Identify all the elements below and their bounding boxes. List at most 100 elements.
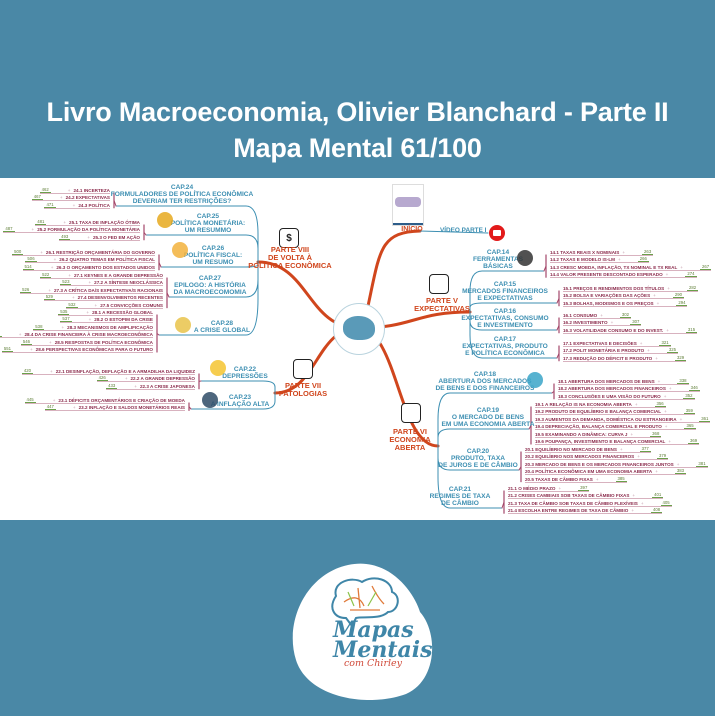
expand-icon[interactable]: + bbox=[664, 409, 667, 415]
topic-item[interactable]: 18.3 CONCLUSÕES E UMA VISÃO DO FUTURO+35… bbox=[558, 393, 695, 400]
youtube-icon[interactable] bbox=[489, 225, 505, 241]
expand-icon[interactable]: + bbox=[668, 386, 672, 392]
topic-item[interactable]: 426+22.2 A GRANDE DEPRESSÃO bbox=[96, 375, 195, 383]
topic-item[interactable]: 16.1 CONSUMO+302 bbox=[563, 312, 632, 319]
topic-item[interactable]: 14.2 TAXAS E MODELO IS-LM+266 bbox=[550, 256, 649, 264]
expand-icon[interactable]: + bbox=[639, 341, 643, 346]
topic-item[interactable]: 538+28.3 MECANISMOS DE AMPLIFICAÇÃO bbox=[33, 324, 153, 331]
expand-icon[interactable]: + bbox=[18, 332, 22, 338]
topic-item[interactable]: 20.2 EQUILÍBRIO NOS MERCADOS FINANCEIROS… bbox=[525, 453, 669, 461]
expand-icon[interactable]: + bbox=[134, 383, 137, 389]
topic-item[interactable]: 514+26.3 O ORÇAMENTO DOS ESTADOS UNIDOS bbox=[22, 264, 155, 271]
expand-icon[interactable]: + bbox=[72, 202, 76, 208]
topic-item[interactable]: 16.2 INVESTIMENTO+307 bbox=[563, 319, 642, 327]
topic-item[interactable]: 447+23.2 INFLAÇÃO E SALDOS MONETÁRIOS RE… bbox=[44, 404, 185, 412]
expand-icon[interactable]: + bbox=[67, 188, 71, 193]
expand-icon[interactable]: + bbox=[600, 313, 603, 318]
topic-item[interactable]: 15.1 PREÇOS E RENDIMENTOS DOS TÍTULOS+28… bbox=[563, 285, 699, 292]
expand-icon[interactable]: + bbox=[619, 447, 623, 452]
topic-item[interactable]: 19.3 AUMENTOS DA DEMANDA, DOMÉSTICA OU E… bbox=[535, 416, 711, 423]
expand-icon[interactable]: + bbox=[50, 264, 54, 270]
expand-icon[interactable]: + bbox=[558, 486, 562, 491]
topic-item[interactable]: 14.4 VALOR PRESENTE DESCONTADO ESPERADO+… bbox=[550, 271, 697, 279]
topic-item[interactable]: 500+26.1 RESTRIÇÃO ORÇAMENTÁRIA DO GOVER… bbox=[12, 249, 155, 256]
topic-item[interactable]: 493+25.3 O FED EM AÇÃO bbox=[59, 234, 140, 241]
topic-item[interactable]: 17.1 EXPECTATIVAS E DECISÕES+321 bbox=[563, 340, 671, 347]
topic-item[interactable]: 471+24.3 POLÍTICA bbox=[44, 202, 110, 209]
expand-icon[interactable]: + bbox=[667, 286, 670, 291]
expand-icon[interactable]: + bbox=[630, 431, 634, 437]
topic-item[interactable]: 433+22.3 A CRISE JAPONESA bbox=[106, 383, 195, 390]
topic-item[interactable]: 14.1 TAXAS REAIS X NOMINAIS+263 bbox=[550, 249, 654, 256]
topic-item[interactable]: 526+27.3 A CRÍTICA DA/S EXPECTATIVA/S RA… bbox=[20, 287, 163, 294]
topic-item[interactable]: 551+28.6 PERSPECTIVAS ECONÔMICAS PARA O … bbox=[1, 346, 153, 353]
expand-icon[interactable]: + bbox=[637, 454, 640, 460]
topic-item[interactable]: 522+27.1 KEYNES E A GRANDE DEPRESSÃO bbox=[40, 272, 163, 279]
expand-icon[interactable]: + bbox=[48, 287, 51, 293]
topic-item[interactable]: 20.3 MERCADO DE BENS E OS MERCADOS FINAN… bbox=[525, 461, 708, 468]
topic-item[interactable]: 487+25.2 FORMULAÇÃO DA POLÍTICA MONETÁRI… bbox=[3, 226, 140, 234]
book-cover-thumbnail[interactable] bbox=[392, 184, 424, 226]
topic-item[interactable]: 420+22.1 DESINFLAÇÃO, DEFLAÇÃO E A ARMAD… bbox=[21, 368, 195, 375]
topic-item[interactable]: 20.5 TAXAS DE CÂMBIO FIXAS+385 bbox=[525, 476, 627, 483]
topic-item[interactable]: 17.3 REDUÇÃO DO DÉFICIT E PRODUTO+329 bbox=[563, 355, 687, 362]
topic-item[interactable]: 16.3 VOLATILIDADE CONSUMO E DO INVEST.+3… bbox=[563, 327, 698, 334]
topic-item[interactable]: 445+23.1 DÉFICITS ORÇAMENTÁRIOS E CRIAÇÃ… bbox=[24, 397, 185, 404]
topic-item[interactable]: 20.4 POLÍTICA ECONÔMICA EM UMA ECONOMIA … bbox=[525, 468, 687, 476]
topic-item[interactable]: 21.1 O MÉDIO PRAZO+397 bbox=[508, 485, 590, 492]
topic-item[interactable]: 21.3 TAXA DE CÂMBIO SOB TAXAS DE CÂMBIO … bbox=[508, 500, 672, 507]
expand-icon[interactable]: + bbox=[676, 461, 680, 467]
topic-item[interactable]: 20.1 EQUILÍBRIO NO MERCADO DE BENS+377 bbox=[525, 446, 651, 453]
expand-icon[interactable]: + bbox=[610, 320, 614, 326]
expand-icon[interactable]: + bbox=[88, 280, 92, 286]
expand-icon[interactable]: + bbox=[679, 416, 683, 422]
expand-icon[interactable]: + bbox=[656, 300, 660, 306]
expand-icon[interactable]: + bbox=[40, 250, 43, 255]
topic-item[interactable]: 18.1 ABERTURA DOS MERCADOS DE BENS+338 bbox=[558, 378, 689, 385]
expand-icon[interactable]: + bbox=[94, 302, 98, 308]
topic-item[interactable]: 17.2 POLIT MONETÁRIA E PRODUTO+325 bbox=[563, 347, 679, 355]
topic-item[interactable]: 546+28.5 RESPOSTAS DE POLÍTICA ECONÔMICA bbox=[20, 339, 153, 346]
topic-item[interactable]: 506+26.2 QUATRO TEMAS EM POLÍTICA FISCAL bbox=[25, 256, 155, 264]
expand-icon[interactable]: + bbox=[59, 195, 63, 201]
central-node[interactable] bbox=[333, 303, 385, 355]
expand-icon[interactable]: + bbox=[52, 398, 56, 403]
topic-item[interactable]: 523+27.2 A SÍNTESE NEOCLÁSSICA bbox=[60, 279, 163, 287]
topic-item[interactable]: 21.2 CRISES CAMBIAIS SOB TAXAS DE CÂMBIO… bbox=[508, 492, 664, 500]
topic-item[interactable]: 19.4 DEPRECIAÇÃO, BALANÇA COMERCIAL E PR… bbox=[535, 423, 696, 431]
expand-icon[interactable]: + bbox=[657, 379, 661, 384]
video-link[interactable]: VÍDEO PARTE I bbox=[440, 227, 487, 234]
topic-item[interactable]: 19.5 EXAMINANDO A DINÂMICA: CURVA J+368 bbox=[535, 431, 662, 438]
expand-icon[interactable]: + bbox=[634, 402, 638, 407]
topic-item[interactable]: 15.2 BOLSA E VARIAÇÕES DAS AÇÕES+290 bbox=[563, 292, 684, 300]
expand-icon[interactable]: + bbox=[124, 376, 128, 382]
expand-icon[interactable]: + bbox=[31, 227, 35, 233]
topic-item[interactable]: 462+24.1 INCERTEZA bbox=[39, 187, 110, 194]
topic-item[interactable]: 14.3 CRESC MOEDA, INFLAÇÃO, TX NOMINAL E… bbox=[550, 264, 712, 271]
expand-icon[interactable]: + bbox=[632, 493, 636, 499]
expand-icon[interactable]: + bbox=[63, 220, 67, 225]
expand-icon[interactable]: + bbox=[68, 273, 71, 278]
expand-icon[interactable]: + bbox=[87, 234, 90, 240]
topic-item[interactable]: 19.1 A RELAÇÃO IS NA ECONOMIA ABERTA+356 bbox=[535, 401, 666, 408]
start-node[interactable]: INÍCIO bbox=[401, 226, 422, 234]
expand-icon[interactable]: + bbox=[655, 355, 658, 361]
expand-icon[interactable]: + bbox=[668, 439, 672, 444]
topic-item[interactable]: 19.6 POUPANÇA, INVESTIMENTO E BALANÇA CO… bbox=[535, 438, 700, 445]
expand-icon[interactable]: + bbox=[665, 272, 669, 278]
expand-icon[interactable]: + bbox=[71, 295, 75, 301]
expand-icon[interactable]: + bbox=[61, 324, 65, 330]
expand-icon[interactable]: + bbox=[680, 264, 683, 270]
expand-icon[interactable]: + bbox=[50, 369, 53, 374]
